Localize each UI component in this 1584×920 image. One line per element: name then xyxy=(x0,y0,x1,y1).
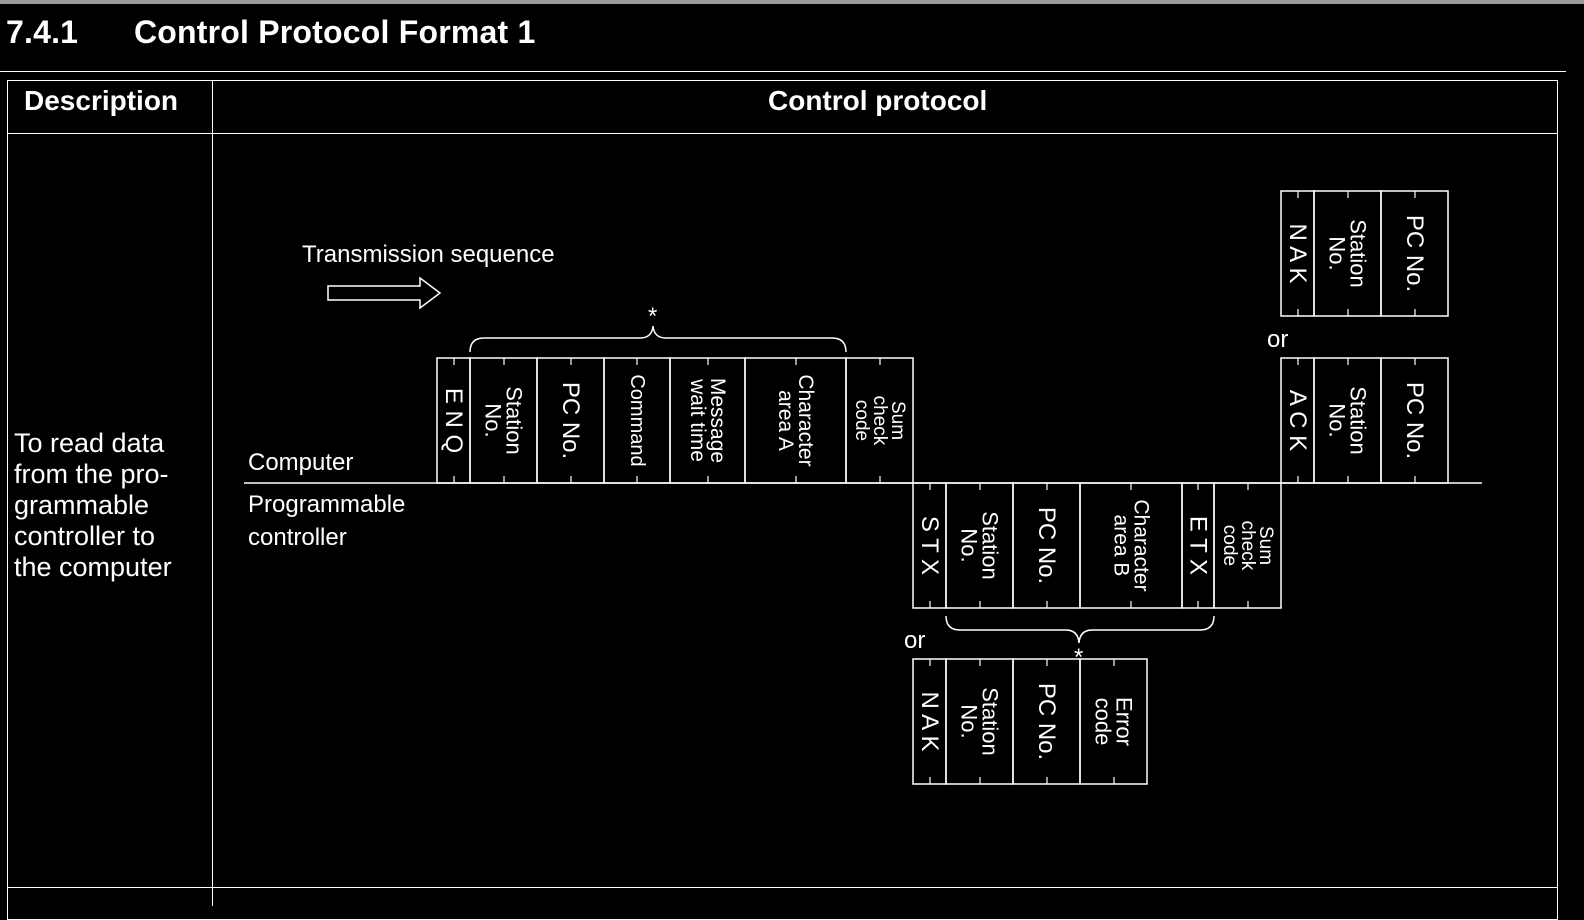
field-label: Sum xyxy=(1255,526,1276,565)
field-label: check xyxy=(869,396,890,446)
field-label: No. xyxy=(957,704,982,738)
field-label: Command xyxy=(626,374,648,466)
field-label: PC No. xyxy=(557,382,584,459)
field-label: No. xyxy=(481,403,506,437)
field-label: Message xyxy=(706,378,729,463)
ack-response-frame-field: PC No. xyxy=(1380,357,1449,484)
column-header-description: Description xyxy=(24,85,179,116)
field-label: Station xyxy=(977,687,1002,756)
section-title: Control Protocol Format 1 xyxy=(134,14,536,50)
request-frame-field: E N Q xyxy=(436,357,471,484)
field-label: E N Q xyxy=(440,388,467,453)
request-frame-field: Command xyxy=(603,357,671,484)
or-label-ack: or xyxy=(1267,326,1288,353)
field-label: check xyxy=(1237,521,1258,571)
table-header-divider xyxy=(7,133,1558,134)
request-brace xyxy=(469,325,847,353)
field-label: A C K xyxy=(1284,390,1311,451)
error-response-frame-field: PC No. xyxy=(1012,658,1081,785)
field-label: area B xyxy=(1110,515,1133,577)
description-line: controller to xyxy=(14,521,156,551)
response-frame-field: PC No. xyxy=(1012,482,1081,609)
computer-label: Computer xyxy=(248,449,353,476)
table-column-divider xyxy=(212,80,213,906)
field-label: E T X xyxy=(1185,516,1212,575)
field-label: PC No. xyxy=(1401,382,1428,459)
field-label: Station xyxy=(1345,219,1370,288)
field-label: code xyxy=(1219,525,1240,566)
field-label: Sum xyxy=(887,401,908,440)
field-label: S T X xyxy=(916,516,943,575)
field-label: code xyxy=(851,400,872,441)
field-label: wait time xyxy=(686,378,709,462)
field-label: Character xyxy=(1129,499,1152,591)
field-label: No. xyxy=(1325,403,1350,437)
description-line: from the pro- xyxy=(14,459,169,489)
response-frame-field: S T X xyxy=(912,482,947,609)
nak-response-frame-field: N A K xyxy=(1280,190,1315,317)
section-number: 7.4.1 xyxy=(6,14,79,50)
response-frame-field: E T X xyxy=(1181,482,1215,609)
field-label: PC No. xyxy=(1401,215,1428,292)
heading-rule xyxy=(0,71,1566,72)
field-label: N A K xyxy=(916,691,943,751)
field-label: Station xyxy=(501,386,526,455)
field-label: N A K xyxy=(1284,223,1311,283)
field-label: code xyxy=(1091,698,1116,746)
plc-label-line: Programmable xyxy=(248,491,405,518)
field-label: area A xyxy=(774,390,797,451)
or-label-error: or xyxy=(904,627,925,654)
column-header-control-protocol: Control protocol xyxy=(768,85,988,116)
nak-response-frame-field: PC No. xyxy=(1380,190,1449,317)
transmission-arrow-icon xyxy=(327,276,442,310)
field-label: No. xyxy=(957,528,982,562)
field-label: Error xyxy=(1111,697,1136,746)
top-border-line xyxy=(0,0,1584,4)
section-heading: 7.4.1 Control Protocol Format 1 xyxy=(6,14,535,51)
request-frame-field: PC No. xyxy=(536,357,605,484)
field-label: Character xyxy=(794,374,817,466)
field-label: Station xyxy=(1345,386,1370,455)
response-brace xyxy=(945,615,1215,644)
description-cell: To read data from the pro- grammable con… xyxy=(14,428,210,583)
transmission-sequence-label: Transmission sequence xyxy=(302,241,555,268)
table-row-divider xyxy=(7,887,1558,888)
field-label: Station xyxy=(977,511,1002,580)
ack-response-frame-field: A C K xyxy=(1280,357,1315,484)
error-response-frame-field: N A K xyxy=(912,658,947,785)
field-label: No. xyxy=(1325,236,1350,270)
description-line: the computer xyxy=(14,552,172,582)
field-label: PC No. xyxy=(1033,507,1060,584)
field-label: PC No. xyxy=(1033,683,1060,760)
description-line: grammable xyxy=(14,490,150,520)
response-brace-asterisk: * xyxy=(1074,644,1083,671)
request-brace-asterisk: * xyxy=(648,303,657,330)
description-line: To read data xyxy=(14,428,165,458)
plc-label-line: controller xyxy=(248,524,347,551)
